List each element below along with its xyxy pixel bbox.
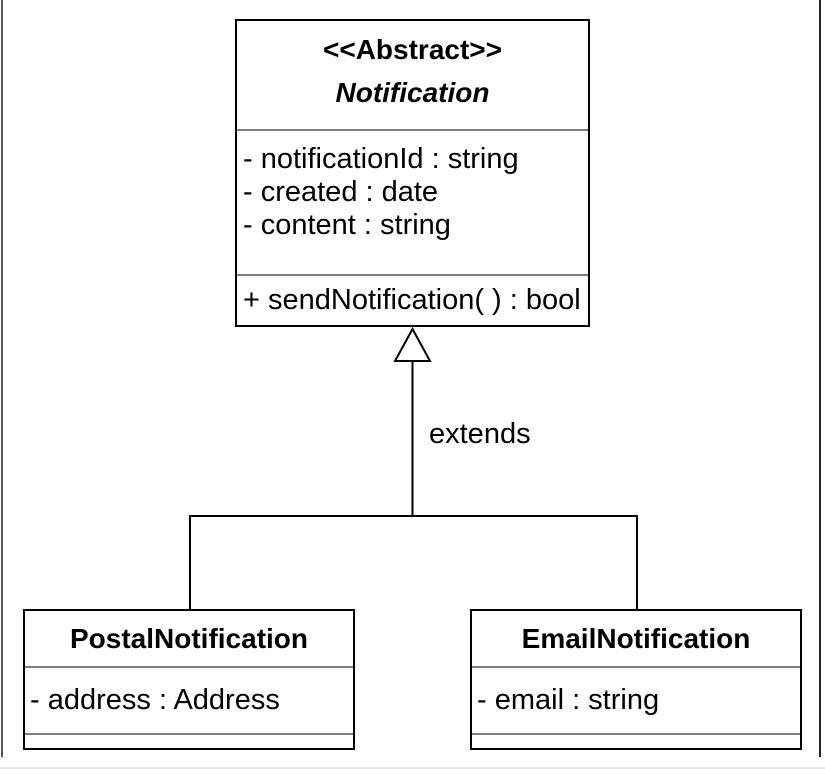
attribute: - address : Address — [30, 684, 280, 716]
methods-compartment-empty — [25, 735, 353, 748]
attribute: - notificationId : string — [243, 143, 519, 175]
class-name: Notification — [335, 77, 490, 108]
page-border-bottom — [0, 767, 825, 769]
attribute: - created : date — [243, 176, 439, 208]
method: + sendNotification( ) : bool — [243, 284, 581, 316]
attribute: - email : string — [477, 684, 660, 716]
compartment-divider — [237, 274, 588, 276]
class-email-notification[interactable]: EmailNotification - email : string — [470, 609, 802, 750]
compartment-divider — [25, 733, 353, 735]
class-header: <<Abstract>> Notification — [237, 21, 588, 129]
connector-branch-lines — [189, 515, 638, 609]
class-stereotype: <<Abstract>> — [323, 34, 502, 65]
class-name: EmailNotification — [521, 622, 751, 654]
inheritance-triangle-icon — [393, 326, 432, 362]
attribute: - content : string — [243, 209, 451, 241]
methods-compartment-empty — [472, 735, 800, 748]
page-border-left — [1, 0, 3, 757]
class-name: PostalNotification — [69, 622, 308, 654]
attributes-compartment: - email : string — [472, 668, 800, 733]
class-postal-notification[interactable]: PostalNotification - address : Address — [23, 609, 355, 750]
attributes-compartment: - address : Address — [25, 668, 353, 733]
relationship-label: extends — [429, 418, 531, 450]
compartment-divider — [472, 666, 800, 668]
compartment-divider — [237, 129, 588, 131]
compartment-divider — [472, 733, 800, 735]
attributes-compartment: - notificationId : string - created : da… — [237, 131, 588, 274]
compartment-divider — [25, 666, 353, 668]
class-notification[interactable]: <<Abstract>> Notification - notification… — [235, 19, 590, 327]
methods-compartment: + sendNotification( ) : bool — [237, 276, 588, 325]
page-border-right — [819, 0, 821, 757]
